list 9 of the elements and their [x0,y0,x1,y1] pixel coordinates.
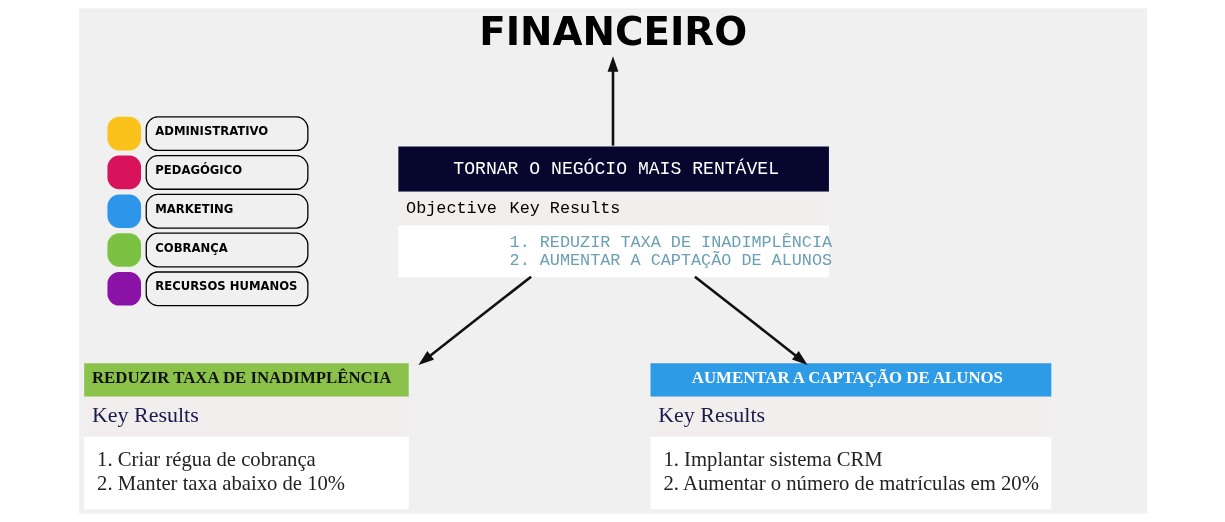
legend-label: RECURSOS HUMANOS [154,279,297,294]
node-text: FINANCEIRO [478,9,747,55]
legend-label: MARKETING [154,201,233,216]
arrow [607,56,618,146]
arrow [417,275,532,365]
arrow [693,275,808,365]
legend-label: COBRANÇA [154,240,228,255]
legend-label: ADMINISTRATIVO [154,124,268,139]
legend-label: PEDAGÓGICO [154,162,242,177]
